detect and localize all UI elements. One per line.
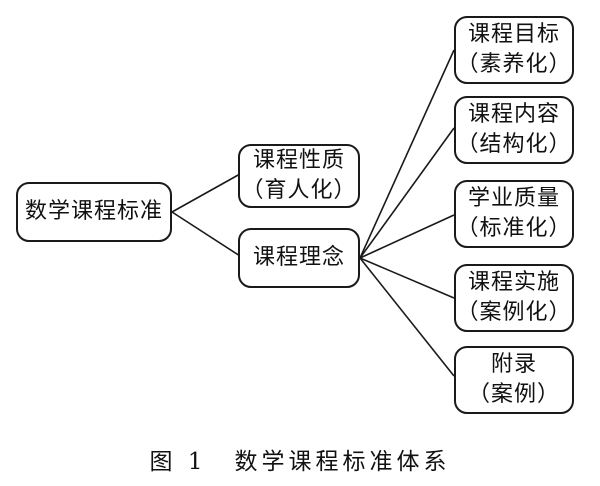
connector-to-implementation [359,257,455,299]
node-course-implementation-line2: （案例化） [456,300,572,325]
node-academic-quality-line2: （标准化） [456,216,572,241]
figure-caption: 图 1 数学课程标准体系 [0,442,600,476]
node-academic-quality: 学业质量 （标准化） [454,180,574,248]
figure-title: 数学课程标准体系 [234,449,451,475]
root-node: 数学课程标准 [16,182,172,242]
node-academic-quality-line1: 学业质量 [467,186,560,211]
node-course-goals-line1: 课程目标 [467,22,560,47]
node-course-nature: 课程性质 （育人化） [238,144,360,208]
connector-to-content [359,127,455,259]
node-course-nature-line2: （育人化） [241,178,357,203]
node-course-nature-line1: 课程性质 [252,148,345,173]
connector-root-to-nature [171,173,241,213]
node-course-content-line1: 课程内容 [467,102,560,127]
node-course-content: 课程内容 （结构化） [454,96,574,164]
node-appendix: 附录 （案例） [454,346,574,414]
connector-root-to-philosophy [171,211,241,257]
node-appendix-line2: （案例） [467,382,560,407]
node-course-philosophy-label: 课程理念 [252,245,345,270]
node-course-philosophy: 课程理念 [238,228,360,288]
figure-number: 图 1 [149,449,207,475]
node-course-implementation-line1: 课程实施 [467,270,560,295]
node-course-content-line2: （结构化） [456,132,572,157]
connector-to-quality [359,214,455,259]
node-course-goals-line2: （素养化） [456,52,572,77]
node-course-implementation: 课程实施 （案例化） [454,264,574,332]
node-course-goals: 课程目标 （素养化） [454,16,574,84]
node-appendix-line1: 附录 [490,352,537,377]
connector-to-appendix [359,257,455,377]
root-node-label: 数学课程标准 [24,199,163,224]
connector-to-goals [359,49,455,259]
